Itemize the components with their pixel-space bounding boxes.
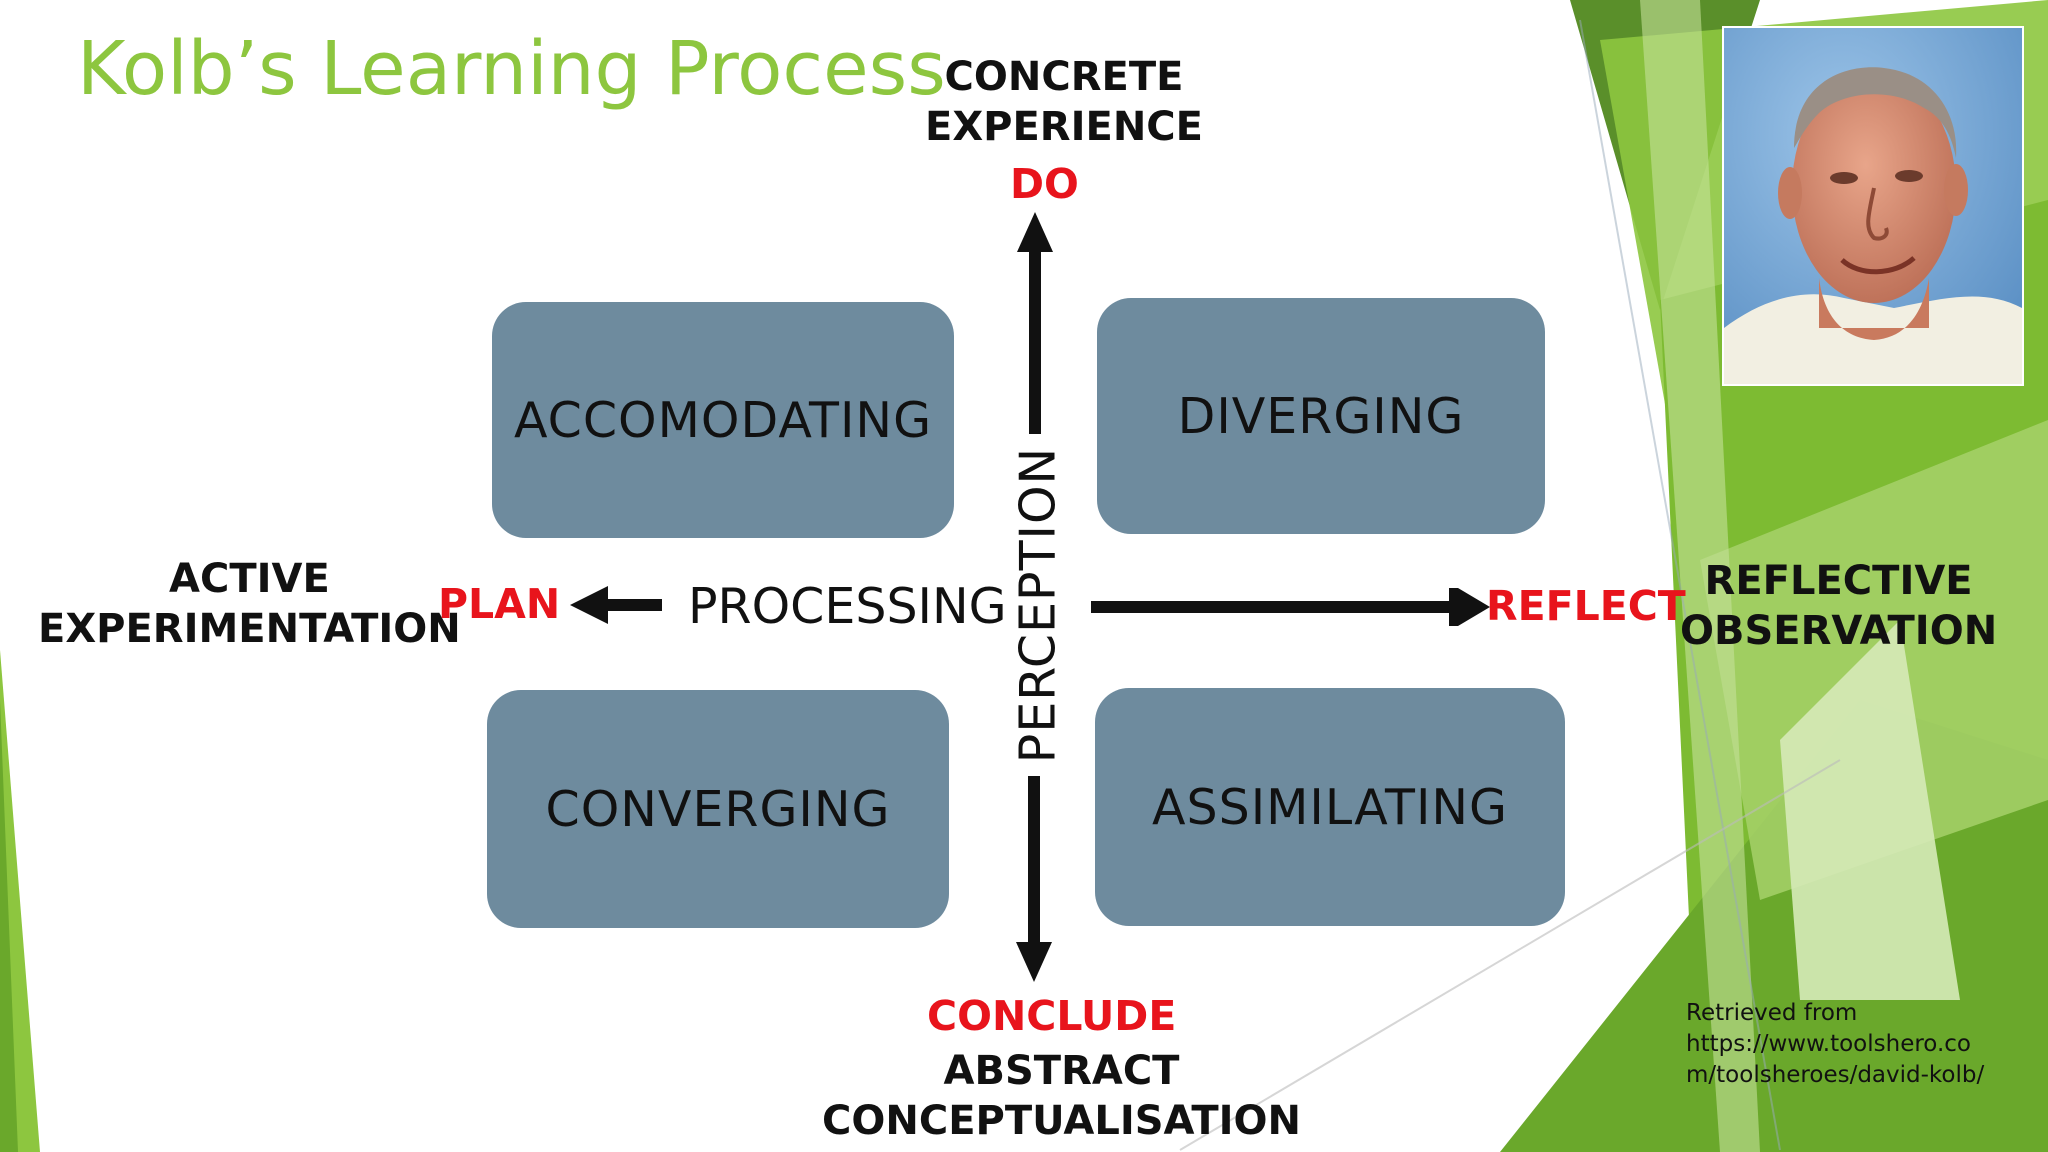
arrow-down xyxy=(1016,776,1052,982)
arrow-left xyxy=(570,586,662,624)
top-pole-line1: CONCRETE xyxy=(944,54,1184,100)
left-pole-line1: ACTIVE xyxy=(169,556,330,602)
bottom-pole-label: ABSTRACT CONCEPTUALISATION xyxy=(822,1046,1301,1146)
arrow-right xyxy=(1091,588,1490,626)
reflect-label: REFLECT xyxy=(1486,582,1686,630)
quadrant-accomodating-label: ACCOMODATING xyxy=(513,391,933,449)
credit-line3: m/toolsheroes/david-kolb/ xyxy=(1686,1062,1985,1088)
right-pole-label: REFLECTIVE OBSERVATION xyxy=(1680,556,1997,656)
credit-line1: Retrieved from xyxy=(1686,1000,1858,1026)
bottom-pole-line1: ABSTRACT xyxy=(943,1048,1180,1094)
top-pole-label: CONCRETE EXPERIENCE xyxy=(925,52,1203,152)
right-pole-line1: REFLECTIVE xyxy=(1704,558,1973,604)
top-pole-line2: EXPERIENCE xyxy=(925,104,1203,150)
bottom-pole-line2: CONCEPTUALISATION xyxy=(822,1098,1302,1144)
credit-line2: https://www.toolshero.co xyxy=(1686,1031,1971,1057)
quadrant-diverging-label: DIVERGING xyxy=(1177,387,1465,445)
processing-axis-label: PROCESSING xyxy=(688,578,1007,635)
portrait-photo xyxy=(1722,26,2024,386)
quadrant-assimilating: ASSIMILATING xyxy=(1095,688,1565,926)
quadrant-accomodating: ACCOMODATING xyxy=(492,302,954,538)
quadrant-converging: CONVERGING xyxy=(487,690,949,928)
quadrant-converging-label: CONVERGING xyxy=(545,780,891,838)
right-pole-line2: OBSERVATION xyxy=(1680,608,1998,654)
quadrant-diverging: DIVERGING xyxy=(1097,298,1545,534)
plan-label: PLAN xyxy=(438,580,561,628)
left-pole-label: ACTIVE EXPERIMENTATION xyxy=(38,554,461,654)
source-credit: Retrieved from https://www.toolshero.co … xyxy=(1686,998,2016,1091)
conclude-label: CONCLUDE xyxy=(927,992,1177,1040)
arrow-up xyxy=(1017,212,1053,434)
do-label: DO xyxy=(1010,160,1079,208)
slide-title: Kolb’s Learning Process xyxy=(77,26,946,112)
left-pole-line2: EXPERIMENTATION xyxy=(38,606,461,652)
quadrant-assimilating-label: ASSIMILATING xyxy=(1151,778,1509,836)
